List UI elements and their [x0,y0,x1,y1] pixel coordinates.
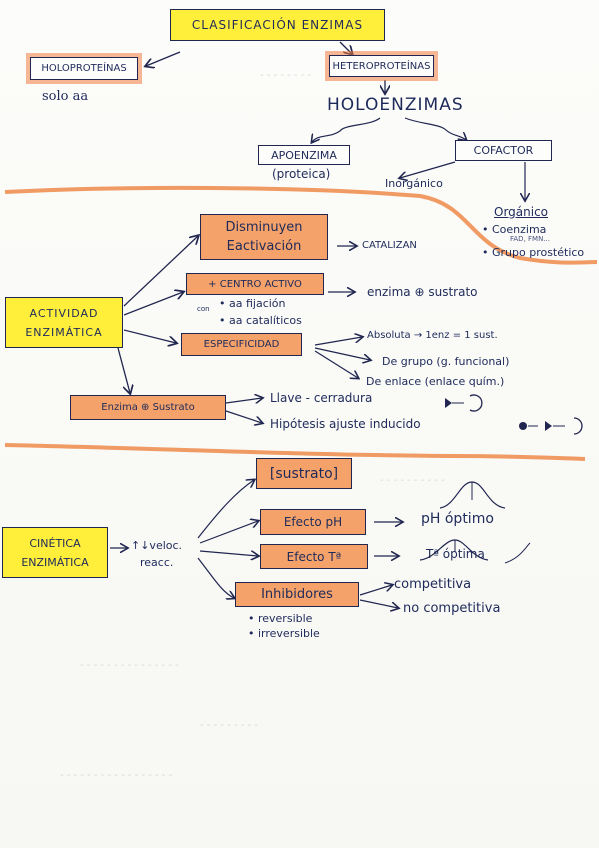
especificidad-label: ESPECIFICIDAD [203,339,280,350]
coenzima-label: • Coenzima [482,223,547,236]
cofactor-label: COFACTOR [473,144,534,157]
bleed-through-text: - - - - - - - - [260,70,312,81]
page-title: CLASIFICACIÓN ENZIMAS [191,18,364,32]
enzima-sustrato-box: Enzima ⊕ Sustrato [70,395,226,420]
grupo-prostetico-label: • Grupo prostético [482,246,585,259]
competitiva-label: competitiva [394,577,472,592]
bleed-through-text: - - - - - - - - - - - - - - - [80,660,179,671]
sustrato-label: [sustrato] [269,465,339,482]
coenzima-note: FAD, FMN... [510,235,550,243]
no-competitiva-label: no competitiva [403,601,501,616]
especificidad-grupo: De grupo (g. funcional) [382,355,510,368]
title-box: CLASIFICACIÓN ENZIMAS [170,9,385,41]
organico-label: Orgánico [494,205,549,219]
velocidad-line1: ↑↓veloc. [131,539,183,552]
ph-optimo-label: pH óptimo [421,511,494,527]
inorganico-label: Inorgánico [385,177,443,190]
holoenzimas-label: HOLOENZIMAS [327,95,464,115]
centro-activo-label: + CENTRO ACTIVO [208,278,302,290]
centro-con-label: con [197,305,210,313]
heteroproteinas-label: HETEROPROTEÍNAS [332,60,431,72]
efecto-t-box: Efecto Tª [260,544,368,569]
cofactor-box: COFACTOR [455,140,552,161]
actividad-line2: ENZIMÁTICA [25,325,103,339]
apoenzima-label: APOENZIMA [271,148,337,162]
enzima-sustrato-label: Enzima ⊕ Sustrato [101,402,195,413]
holoproteinas-box: HOLOPROTEÍNAS [30,57,138,80]
ajuste-inducido-label: Hipótesis ajuste inducido [270,417,421,431]
cinetica-line2: ENZIMÁTICA [21,555,89,569]
disminuyen-line1: Disminuyen [225,220,303,235]
heteroproteinas-box: HETEROPROTEÍNAS [329,55,434,77]
llave-cerradura-label: Llave - cerradura [270,391,373,405]
actividad-enzimatica-box: ACTIVIDAD ENZIMÁTICA [5,297,123,348]
centro-activo-box: + CENTRO ACTIVO [186,273,324,295]
disminuyen-box: Disminuyen Eactivación [200,214,328,260]
orange-divider-bottom [4,443,586,461]
bleed-through-text: - - - - - - - - - - [380,475,445,486]
disminuyen-line2: Eactivación [226,239,302,254]
cinetica-line1: CINÉTICA [29,536,81,550]
inhibidores-box: Inhibidores [235,582,359,607]
efecto-ph-label: Efecto pH [283,515,343,529]
apoenzima-note: (proteica) [272,167,331,181]
enzima-sustrato-result: enzima ⊕ sustrato [367,285,478,299]
bleed-through-text: - - - - - - - - - [200,720,258,731]
efecto-ph-box: Efecto pH [260,509,366,535]
holoproteinas-note: solo aa [42,89,89,104]
actividad-line1: ACTIVIDAD [29,306,99,320]
inhibidores-label: Inhibidores [261,587,333,602]
velocidad-line2: reacc. [140,556,174,569]
orange-divider-top [4,185,598,265]
holoproteinas-label: HOLOPROTEÍNAS [41,63,127,74]
centro-item-cataliticos: • aa catalíticos [219,314,302,327]
inhibidor-reversible: • reversible [248,612,313,625]
sustrato-box: [sustrato] [256,458,352,489]
efecto-t-label: Efecto Tª [286,549,342,564]
apoenzima-box: APOENZIMA [258,145,350,165]
inhibidor-irreversible: • irreversible [248,627,320,640]
cinetica-enzimatica-box: CINÉTICA ENZIMÁTICA [2,527,108,578]
especificidad-box: ESPECIFICIDAD [181,333,302,356]
catalizan-label: CATALIZAN [362,240,417,251]
especificidad-enlace: De enlace (enlace quím.) [366,375,505,388]
centro-item-fijacion: • aa fijación [219,297,286,310]
t-optima-label: Tª óptima [426,547,485,561]
bleed-through-text: - - - - - - - - - - - - - - - - - [60,770,173,781]
especificidad-absoluta: Absoluta → 1enz = 1 sust. [367,330,498,341]
